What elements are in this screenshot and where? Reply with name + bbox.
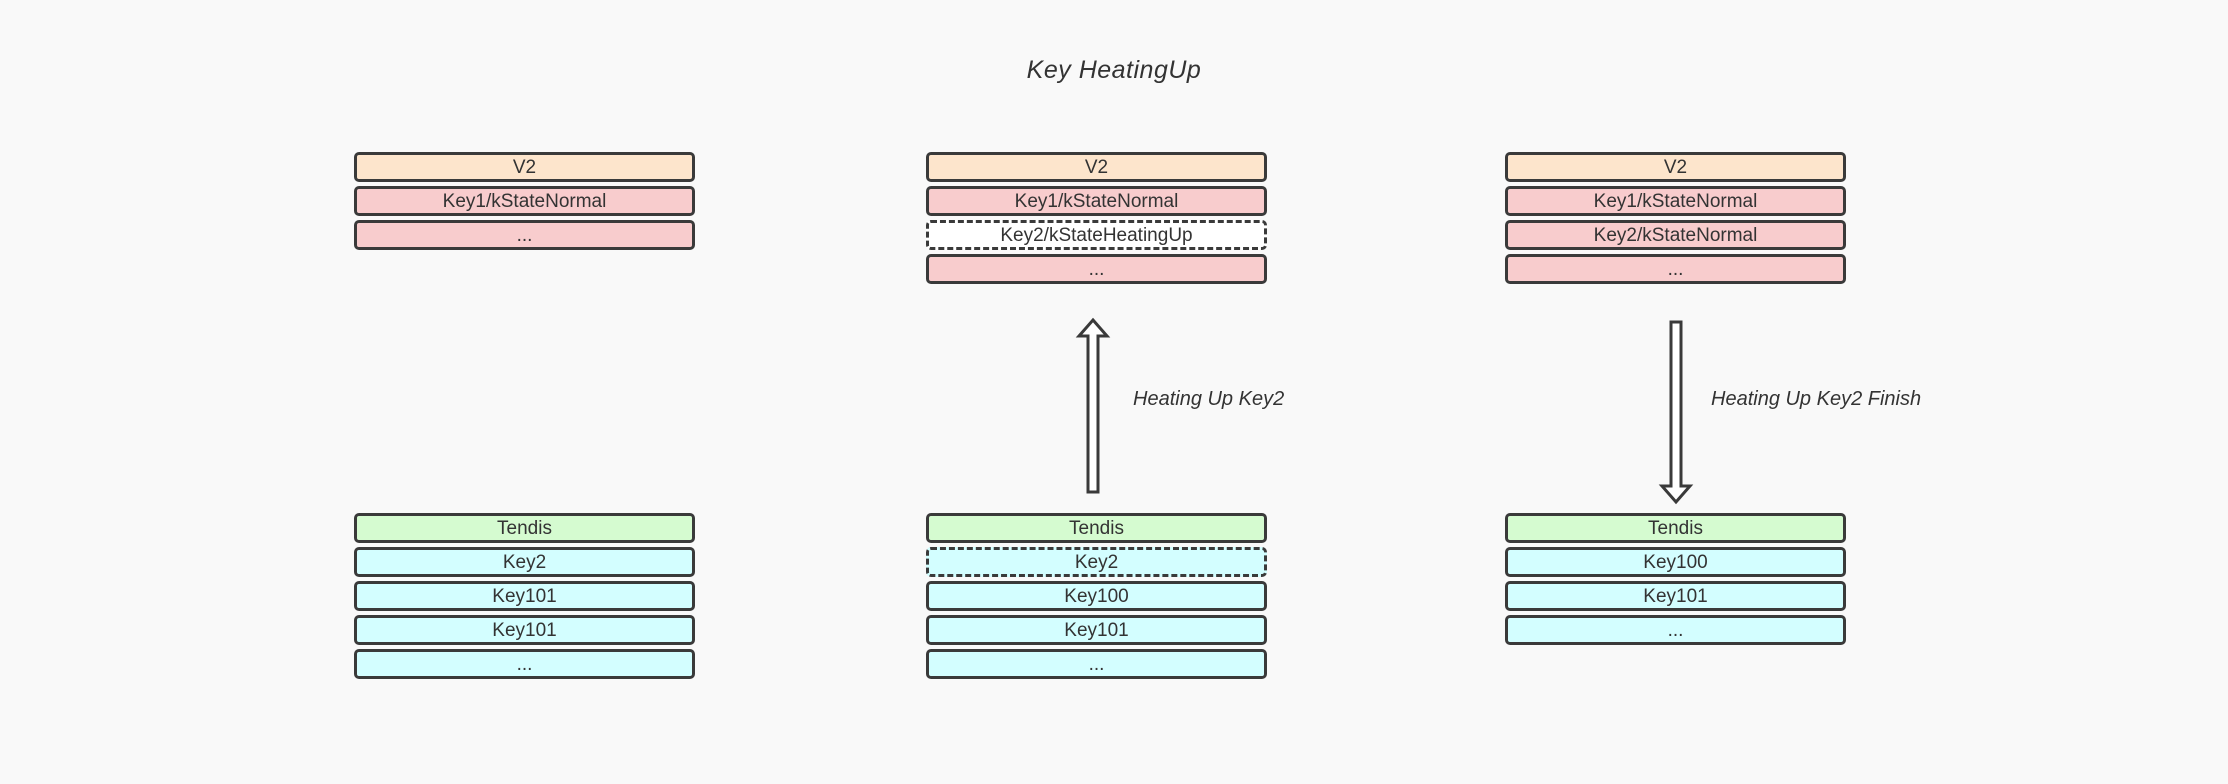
arrow-label-1: Heating Up Key2 [1133,388,1285,410]
tendis-row-stage1-5: ... [354,649,695,679]
cache-row-stage1-1: V2 [354,152,695,182]
tendis-row-stage3-4: ... [1505,615,1846,645]
cache-row-stage3-2: Key1/kStateNormal [1505,186,1846,216]
cache-row-stage2-3: Key2/kStateHeatingUp [926,220,1267,250]
tendis-row-stage2-4: Key101 [926,615,1267,645]
tendis-row-stage2-3: Key100 [926,581,1267,611]
cache-row-stage2-2: Key1/kStateNormal [926,186,1267,216]
tendis-row-stage1-1: Tendis [354,513,695,543]
cache-row-stage1-2: Key1/kStateNormal [354,186,695,216]
tendis-row-stage3-3: Key101 [1505,581,1846,611]
cache-row-stage3-4: ... [1505,254,1846,284]
tendis-row-stage2-5: ... [926,649,1267,679]
diagram-title: Key HeatingUp [1026,56,1202,84]
arrow-label-2: Heating Up Key2 Finish [1711,388,1922,410]
tendis-row-stage3-2: Key100 [1505,547,1846,577]
tendis-row-stage2-1: Tendis [926,513,1267,543]
tendis-row-stage1-3: Key101 [354,581,695,611]
tendis-row-stage3-1: Tendis [1505,513,1846,543]
arrow-up-icon [1075,317,1111,494]
tendis-row-stage1-4: Key101 [354,615,695,645]
cache-row-stage2-1: V2 [926,152,1267,182]
cache-row-stage2-4: ... [926,254,1267,284]
tendis-row-stage2-2: Key2 [926,547,1267,577]
cache-row-stage3-3: Key2/kStateNormal [1505,220,1846,250]
tendis-row-stage1-2: Key2 [354,547,695,577]
cache-row-stage3-1: V2 [1505,152,1846,182]
cache-row-stage1-3: ... [354,220,695,250]
arrow-down-icon [1658,320,1694,505]
